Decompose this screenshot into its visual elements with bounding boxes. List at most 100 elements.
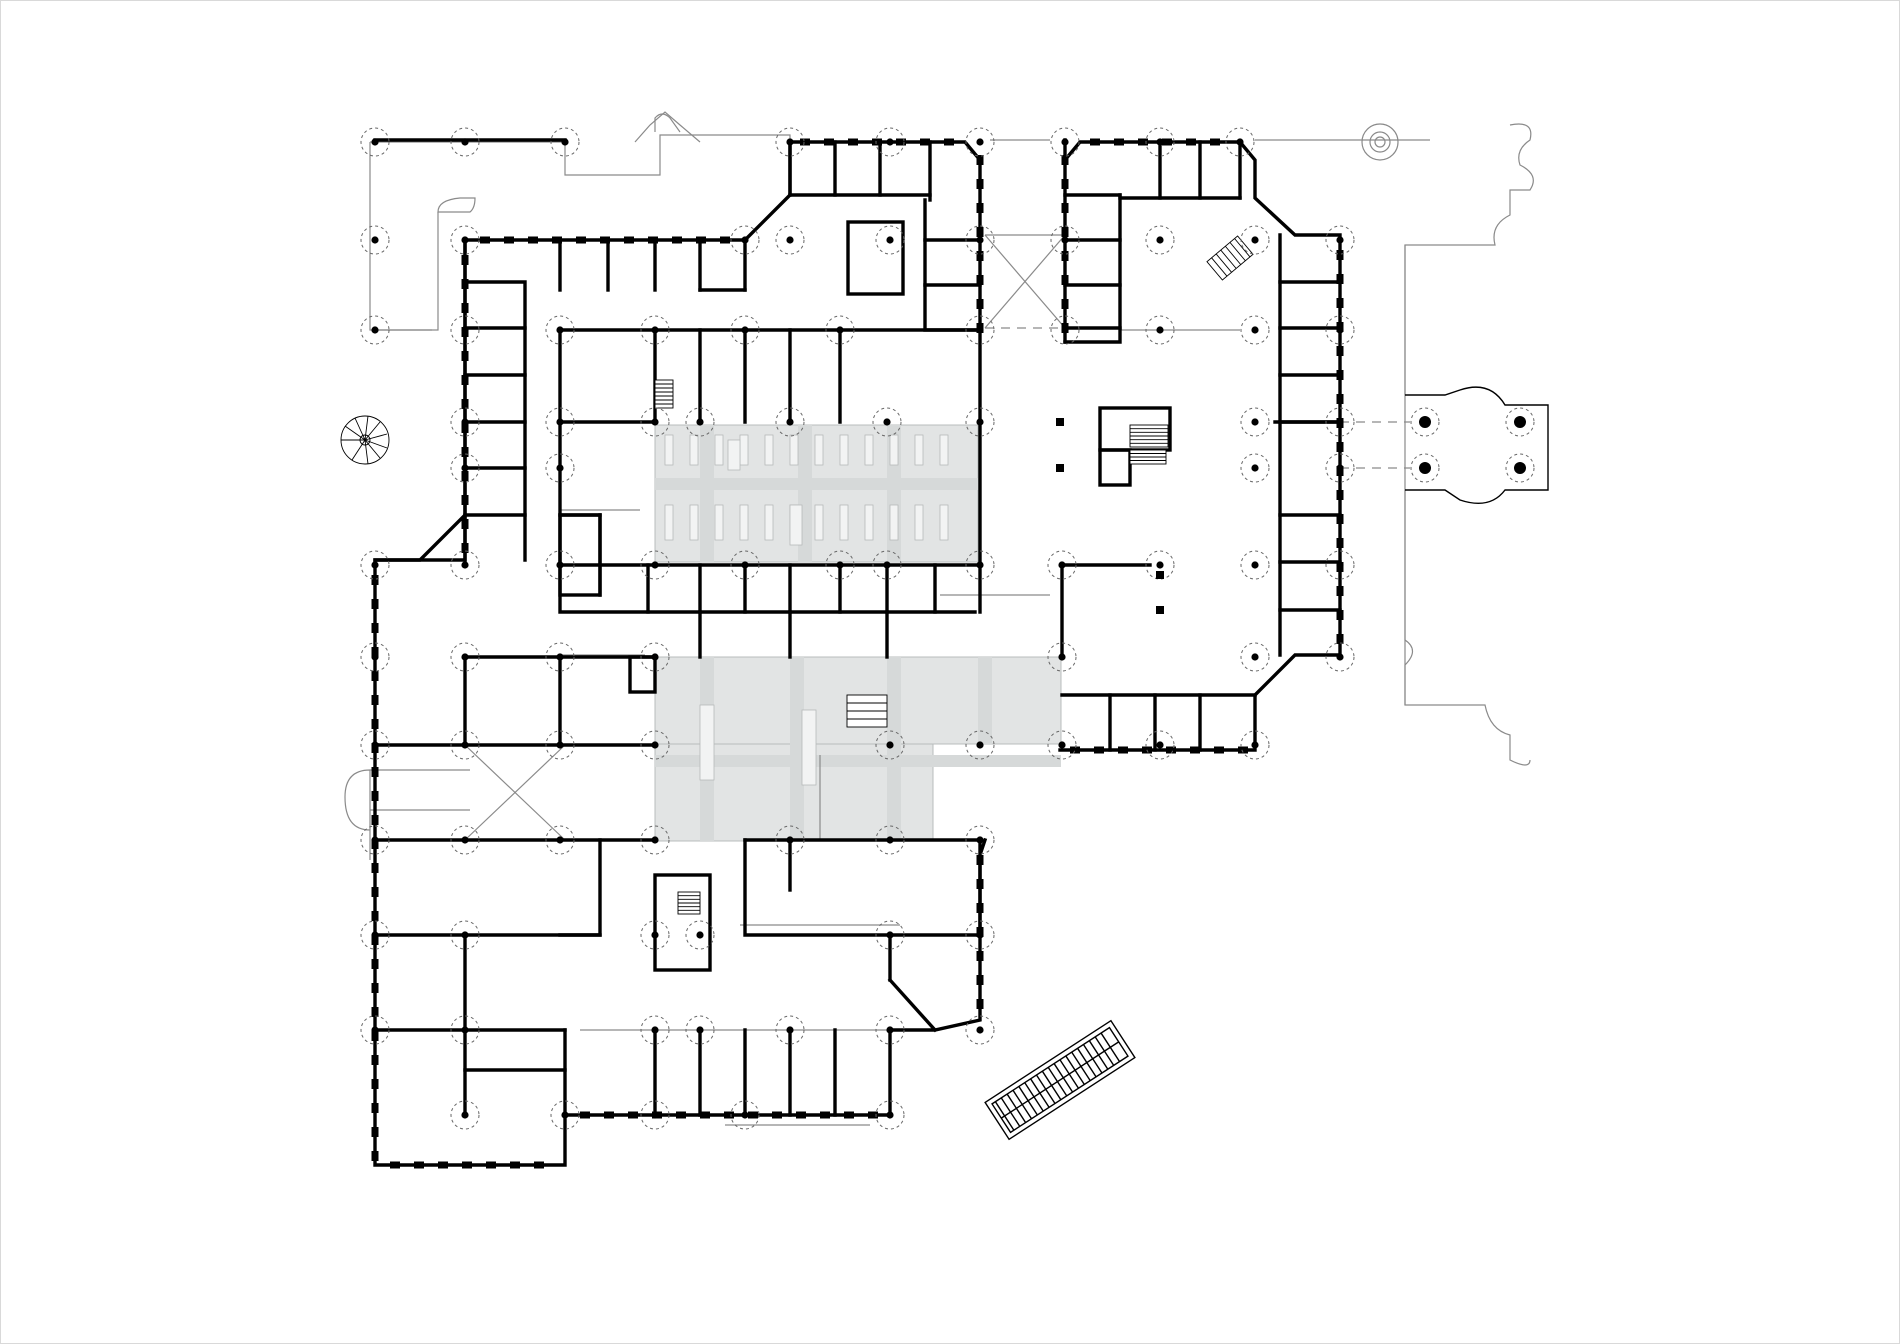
column-ring [1145,225,1175,255]
column-ring [360,920,390,950]
window-tick [920,138,930,146]
column-ring [1240,453,1270,483]
column [651,326,659,334]
window-tick [976,251,984,261]
window-tick [371,887,379,897]
column-ring [825,550,855,580]
stair-east-lower [1129,449,1167,465]
column-square [1056,418,1064,426]
column-ring [1325,550,1355,580]
column-ring [965,920,995,950]
column-ring [1047,550,1077,580]
column-ring [1240,407,1270,437]
column [461,464,469,472]
window-tick [371,1007,379,1017]
window-tick [896,138,906,146]
column-ring [360,642,390,672]
window-tick [628,1111,638,1119]
column-ring [875,825,905,855]
column-square [1156,571,1164,579]
window-tick [700,1111,710,1119]
window-tick [1118,746,1128,754]
column [371,653,379,661]
window-tick [371,911,379,921]
column [1336,418,1344,426]
window-tick [480,236,490,244]
column [696,1026,704,1034]
column [886,138,894,146]
column-ring [775,127,805,157]
column [1156,561,1164,569]
column [886,236,894,244]
column-ring [550,127,580,157]
column [461,138,469,146]
window-tick [868,1111,878,1119]
column-ring [965,825,995,855]
column [1251,464,1259,472]
column-square [1056,464,1064,472]
desk [764,434,774,466]
column [556,561,564,569]
column [786,1026,794,1034]
stair-outline [654,379,674,409]
window-tick [1336,490,1344,500]
column-ring [965,315,995,345]
column-ring [640,407,670,437]
column [371,138,379,146]
window-tick [461,447,469,457]
column-ring [775,225,805,255]
aisles [655,425,1061,841]
column-ring [872,407,902,437]
window-tick [371,575,379,585]
window-tick [371,791,379,801]
column [651,561,659,569]
column-ring [550,1100,580,1130]
desk [889,434,899,466]
window-tick [724,1111,734,1119]
window-tick [461,543,469,553]
column-ring [875,730,905,760]
window-tick [676,1111,686,1119]
column-ring [965,225,995,255]
column [1156,236,1164,244]
window-tick [461,519,469,529]
desk [664,434,674,466]
column-ring [685,1015,715,1045]
column-ring [640,825,670,855]
column [1061,236,1069,244]
window-tick [1061,275,1069,285]
column-ring [450,1015,480,1045]
window-tick [1061,203,1069,213]
window-tick [1336,634,1344,644]
column [1061,326,1069,334]
column-ring [640,1100,670,1130]
column [461,326,469,334]
window-tick [371,719,379,729]
desk [939,504,949,541]
column [371,1026,379,1034]
desk [689,434,699,466]
window-tick [528,236,538,244]
window-tick [1336,394,1344,404]
column-ring [450,407,480,437]
column-ring [775,407,805,437]
window-tick [510,1161,520,1169]
column [561,1111,569,1119]
window-tick [976,975,984,985]
window-tick [461,303,469,313]
column [461,653,469,661]
column [461,418,469,426]
diagonal-stair [1206,235,1254,281]
desk [699,704,715,781]
column-ring [1145,550,1175,580]
column-ring [875,127,905,157]
column [886,836,894,844]
column-ring [640,1015,670,1045]
column [1251,236,1259,244]
column [976,326,984,334]
window-tick [824,138,834,146]
window-tick [1336,586,1344,596]
window-tick [976,879,984,889]
column [1336,326,1344,334]
window-tick [462,1161,472,1169]
